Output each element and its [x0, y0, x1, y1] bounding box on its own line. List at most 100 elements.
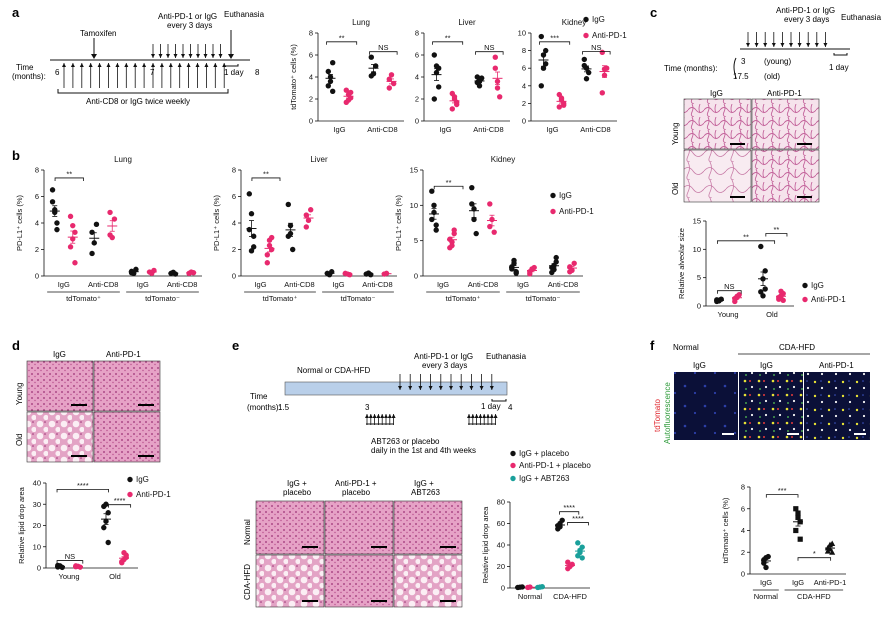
data-point	[802, 296, 808, 303]
panel-label-a: a	[12, 5, 20, 20]
e-col2b: placebo	[342, 488, 371, 497]
y-tick-label: 40	[33, 479, 41, 488]
data-point	[494, 85, 501, 91]
y-tick-label: 30	[33, 500, 41, 509]
timeline-arrowhead	[474, 414, 479, 418]
a-t8: 8	[255, 68, 260, 77]
timeline-arrowhead	[408, 386, 413, 390]
data-point	[325, 83, 331, 89]
data-point	[793, 527, 799, 534]
data-point	[285, 201, 291, 208]
c-t-young: 3	[741, 57, 746, 66]
legend-igg-a: IgG	[592, 15, 605, 24]
significance-bracket	[797, 557, 832, 561]
x-tick-label: Normal	[518, 592, 543, 601]
timeline-arrowhead	[384, 414, 388, 418]
data-point	[538, 83, 544, 89]
timeline-arrowhead	[493, 414, 498, 418]
a-time-2: (months):	[12, 72, 46, 81]
c-old: (old)	[764, 72, 780, 81]
timeline-arrowhead	[376, 414, 381, 418]
c-col2: Anti-PD-1	[767, 89, 802, 98]
significance-bracket	[717, 240, 776, 244]
data-point	[510, 462, 516, 469]
data-point	[571, 260, 577, 266]
data-point	[575, 540, 581, 546]
a-treat-2: every 3 days	[167, 21, 212, 30]
data-point	[829, 549, 836, 555]
data-point	[551, 266, 557, 273]
timeline-arrowhead	[218, 54, 223, 58]
y-tick-label: 8	[309, 29, 313, 38]
timeline-arrowhead	[151, 54, 155, 58]
data-point	[765, 553, 771, 560]
e-t3: 3	[365, 403, 370, 412]
y-axis-label: tdTomato⁺ cells (%)	[721, 497, 730, 563]
x-tick-label: Anti-CD8	[167, 280, 197, 289]
e-row1: Normal	[243, 519, 252, 545]
e-time-2: (months):	[247, 403, 281, 412]
data-point	[436, 65, 442, 71]
data-point	[797, 536, 803, 542]
c-row2: Old	[671, 183, 680, 195]
e-col3b: ABT263	[411, 488, 440, 497]
c-t-old: 17.5	[733, 72, 749, 81]
data-point	[497, 94, 503, 100]
data-point	[565, 559, 571, 565]
data-point	[550, 192, 556, 199]
y-tick-label: 10	[693, 245, 701, 254]
timeline-arrowhead	[486, 414, 490, 418]
a-euthanasia: Euthanasia	[224, 10, 265, 19]
y-axis-label: tdTomato⁺ cells (%)	[289, 44, 298, 110]
y-tick-label: 6	[415, 51, 419, 60]
timeline-arrowhead	[181, 54, 185, 58]
timeline-arrowhead	[489, 386, 494, 390]
y-tick-label: 0	[232, 272, 236, 281]
timeline-arrowhead	[771, 43, 776, 47]
y-tick-label: 10	[518, 29, 526, 38]
significance-bracket	[369, 51, 398, 55]
x-tick-label: IgG	[254, 280, 266, 289]
data-point	[127, 476, 133, 483]
y-axis-label: Relative lipid drop area	[481, 506, 490, 584]
data-point	[248, 211, 255, 217]
data-point	[599, 90, 605, 96]
y-tick-label: 5	[414, 236, 418, 245]
data-point	[451, 227, 457, 233]
chart-title: Lung	[114, 155, 132, 164]
group-label: tdTomato⁺	[446, 294, 481, 303]
x-tick-label: IgG	[137, 280, 149, 289]
x-tick-label: Old	[766, 310, 778, 319]
y-tick-label: 0	[309, 117, 313, 126]
timeline-arrowhead	[177, 63, 182, 67]
x-tick-label: Anti-CD8	[468, 280, 498, 289]
data-point	[543, 61, 549, 67]
timeline-arrowhead	[482, 414, 487, 418]
data-point	[553, 254, 559, 261]
legend-igg-c: IgG	[811, 281, 824, 290]
y-tick-label: 2	[309, 95, 313, 104]
data-point	[103, 501, 109, 507]
panel-label-d: d	[12, 338, 20, 353]
data-point	[67, 244, 74, 250]
data-point	[543, 47, 549, 54]
timeline-arrowhead	[124, 63, 129, 67]
timeline-e: Normal or CDA-HFD Anti-PD-1 or IgG every…	[247, 352, 527, 455]
c-young: (young)	[764, 57, 791, 66]
legend-e-1: IgG + placebo	[519, 449, 570, 458]
significance-label: ****	[114, 496, 126, 505]
significance-label: ***	[778, 486, 787, 495]
x-tick-label: Anti-PD-1	[814, 578, 847, 587]
data-point	[583, 32, 589, 39]
data-point	[511, 257, 517, 264]
y-tick-label: 8	[522, 46, 526, 55]
a-t7: 7	[150, 68, 155, 77]
y-tick-label: 0	[414, 272, 418, 281]
data-point	[290, 246, 296, 253]
a-1day: 1 day	[224, 68, 244, 77]
y-axis-label: PD-L1⁺ cells (%)	[15, 194, 24, 251]
data-point	[586, 69, 592, 76]
panel-label-c: c	[650, 5, 657, 20]
timeline-arrowhead	[469, 386, 474, 390]
